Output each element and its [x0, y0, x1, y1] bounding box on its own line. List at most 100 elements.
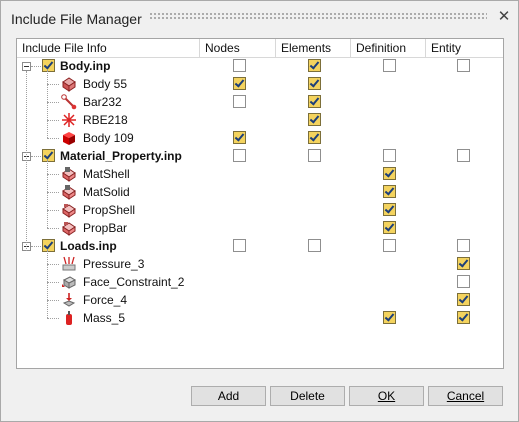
solid-element-icon: [61, 130, 77, 146]
include-file-name: Material_Property.inp: [60, 149, 182, 163]
tree-item-label: Face_Constraint_2: [83, 275, 185, 289]
column-checkbox-nodes[interactable]: [233, 131, 246, 144]
column-checkbox-definition[interactable]: [383, 149, 396, 162]
column-checkbox-elements[interactable]: [308, 113, 321, 126]
rigid-element-icon: [61, 112, 77, 128]
column-checkbox-entity[interactable]: [457, 257, 470, 270]
tree-item-row[interactable]: Body 55: [17, 75, 503, 93]
shell-element-icon: [61, 76, 77, 92]
include-checkbox[interactable]: [42, 59, 55, 72]
column-checkbox-entity[interactable]: [457, 59, 470, 72]
tree-connector: [47, 160, 48, 228]
collapse-icon[interactable]: [22, 62, 31, 71]
column-checkbox-definition[interactable]: [383, 203, 396, 216]
tree-connector: [47, 120, 59, 121]
column-header-elements[interactable]: Elements: [276, 39, 351, 57]
tree-item-label: RBE218: [83, 113, 128, 127]
tree-connector: [31, 156, 41, 157]
material-icon: [61, 166, 77, 182]
tree-item-label: Body 55: [83, 77, 128, 91]
tree-connector: [47, 84, 59, 85]
column-checkbox-definition[interactable]: [383, 239, 396, 252]
column-checkbox-definition[interactable]: [383, 221, 396, 234]
column-header-definition[interactable]: Definition: [351, 39, 426, 57]
column-checkbox-entity[interactable]: [457, 239, 470, 252]
column-checkbox-elements[interactable]: [308, 95, 321, 108]
cancel-button-label: Cancel: [446, 389, 485, 403]
tree-item-row[interactable]: Bar232: [17, 93, 503, 111]
cancel-button[interactable]: Cancel: [428, 386, 503, 406]
column-checkbox-definition[interactable]: [383, 167, 396, 180]
tree-connector: [47, 300, 59, 301]
tree-connector: [47, 264, 59, 265]
drag-grip[interactable]: [149, 12, 487, 20]
include-checkbox[interactable]: [42, 239, 55, 252]
tree-connector: [47, 138, 59, 139]
include-file-name: Body.inp: [60, 59, 111, 73]
property-icon: [61, 220, 77, 236]
bar-element-icon: [61, 94, 77, 110]
column-header-info[interactable]: Include File Info: [17, 39, 200, 57]
material-icon: [61, 184, 77, 200]
column-checkbox-definition[interactable]: [383, 185, 396, 198]
tree-connector: [31, 246, 41, 247]
tree-item-label: Body 109: [83, 131, 134, 145]
tree-connector: [47, 282, 59, 283]
column-checkbox-entity[interactable]: [457, 149, 470, 162]
column-checkbox-nodes[interactable]: [233, 239, 246, 252]
pressure-load-icon: [61, 256, 77, 272]
ok-button[interactable]: OK: [349, 386, 424, 406]
include-checkbox[interactable]: [42, 149, 55, 162]
column-header-entity[interactable]: Entity: [431, 41, 462, 55]
column-checkbox-nodes[interactable]: [233, 59, 246, 72]
tree-item-row[interactable]: RBE218: [17, 111, 503, 129]
close-icon[interactable]: ✕: [497, 8, 511, 25]
tree-item-row[interactable]: Force_4: [17, 291, 503, 309]
column-checkbox-nodes[interactable]: [233, 95, 246, 108]
tree-group-row[interactable]: Material_Property.inp: [17, 147, 503, 165]
tree-connector: [47, 318, 59, 319]
tree-item-row[interactable]: PropBar: [17, 219, 503, 237]
include-file-name: Loads.inp: [60, 239, 117, 253]
title-bar[interactable]: Include File Manager ✕: [1, 1, 518, 35]
column-checkbox-elements[interactable]: [308, 149, 321, 162]
column-header-nodes[interactable]: Nodes: [200, 39, 276, 57]
tree-connector: [26, 71, 27, 251]
tree-item-label: PropBar: [83, 221, 128, 235]
column-checkbox-entity[interactable]: [457, 293, 470, 306]
tree-group-row[interactable]: Body.inp: [17, 57, 503, 75]
tree-connector: [47, 70, 48, 138]
tree-connector: [47, 250, 48, 318]
tree-item-row[interactable]: PropShell: [17, 201, 503, 219]
column-checkbox-elements[interactable]: [308, 131, 321, 144]
tree-connector: [31, 66, 41, 67]
column-checkbox-definition[interactable]: [383, 59, 396, 72]
include-file-tree[interactable]: Include File Info Nodes Elements Definit…: [16, 38, 504, 369]
tree-item-row[interactable]: Face_Constraint_2: [17, 273, 503, 291]
column-checkbox-nodes[interactable]: [233, 77, 246, 90]
tree-item-row[interactable]: Pressure_3: [17, 255, 503, 273]
tree-item-row[interactable]: MatShell: [17, 165, 503, 183]
column-checkbox-elements[interactable]: [308, 239, 321, 252]
tree-item-label: Bar232: [83, 95, 122, 109]
constraint-icon: [61, 274, 77, 290]
column-checkbox-definition[interactable]: [383, 311, 396, 324]
tree-connector: [47, 174, 59, 175]
force-load-icon: [61, 292, 77, 308]
column-checkbox-nodes[interactable]: [233, 149, 246, 162]
column-checkbox-elements[interactable]: [308, 77, 321, 90]
tree-item-label: Mass_5: [83, 311, 126, 325]
ok-button-label: OK: [377, 389, 396, 403]
delete-button[interactable]: Delete: [270, 386, 345, 406]
column-checkbox-entity[interactable]: [457, 311, 470, 324]
tree-group-row[interactable]: Loads.inp: [17, 237, 503, 255]
tree-connector: [47, 192, 59, 193]
column-checkbox-elements[interactable]: [308, 59, 321, 72]
window-title: Include File Manager: [11, 11, 142, 27]
column-checkbox-entity[interactable]: [457, 275, 470, 288]
add-button[interactable]: Add: [191, 386, 266, 406]
tree-item-row[interactable]: Mass_5: [17, 309, 503, 327]
tree-item-label: MatSolid: [83, 185, 130, 199]
tree-item-row[interactable]: Body 109: [17, 129, 503, 147]
tree-item-row[interactable]: MatSolid: [17, 183, 503, 201]
